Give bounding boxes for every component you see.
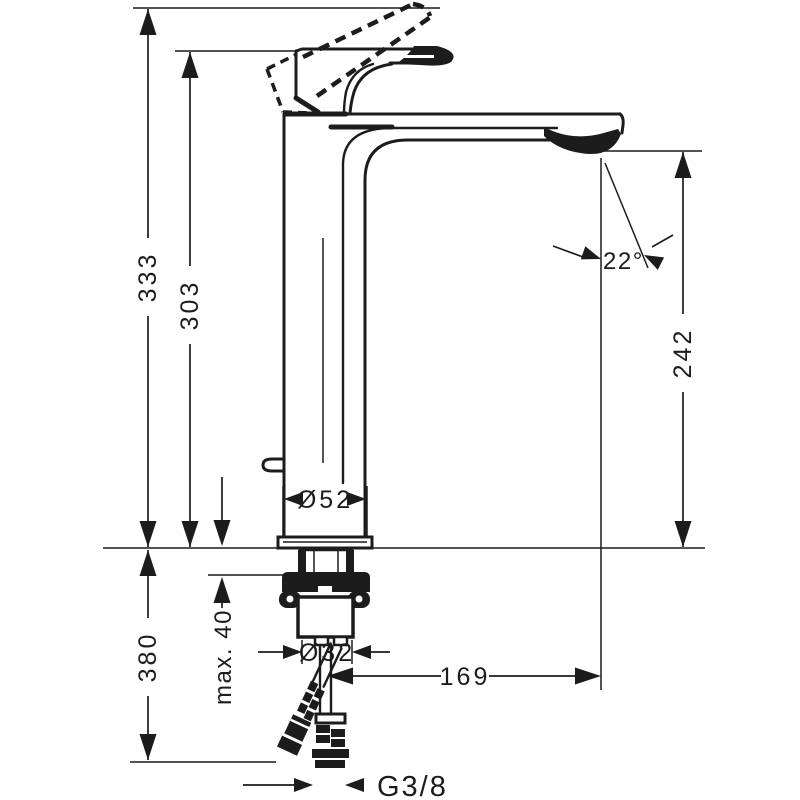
dimension-supply-connection: G3/8 [243,771,448,800]
label-spout-reach: 169 [440,663,491,691]
dimension-spout-reach: 169 [327,663,601,691]
dimension-outlet-height: 242 [669,152,697,547]
reference-lines [103,7,705,763]
dimension-base-diameter: Ø52 [284,486,366,514]
dimension-body-height: 303 [176,52,204,547]
dimension-hose-drop: 380 [134,550,162,760]
faucet-outline [261,46,625,550]
dimension-shank-diameter: Ø32 [258,639,390,667]
annotation-outlet-angle: 22° [552,234,674,275]
label-shank-diameter: Ø32 [299,639,355,667]
label-body-height: 303 [176,280,204,331]
label-outlet-height: 242 [669,328,697,379]
handle-raised-dashed [265,1,434,115]
label-supply-connection: G3/8 [377,771,448,800]
mounting-hardware [279,548,370,647]
dimension-max-mounting-thickness: max. 40 [210,477,237,705]
dimension-overall-height: 333 [134,9,162,547]
label-overall-height: 333 [134,252,162,303]
label-max-mounting-thickness: max. 40 [210,609,237,705]
label-outlet-angle: 22° [603,248,644,275]
label-base-diameter: Ø52 [297,486,353,514]
supply-hoses [277,642,349,768]
label-hose-drop: 380 [134,632,162,683]
